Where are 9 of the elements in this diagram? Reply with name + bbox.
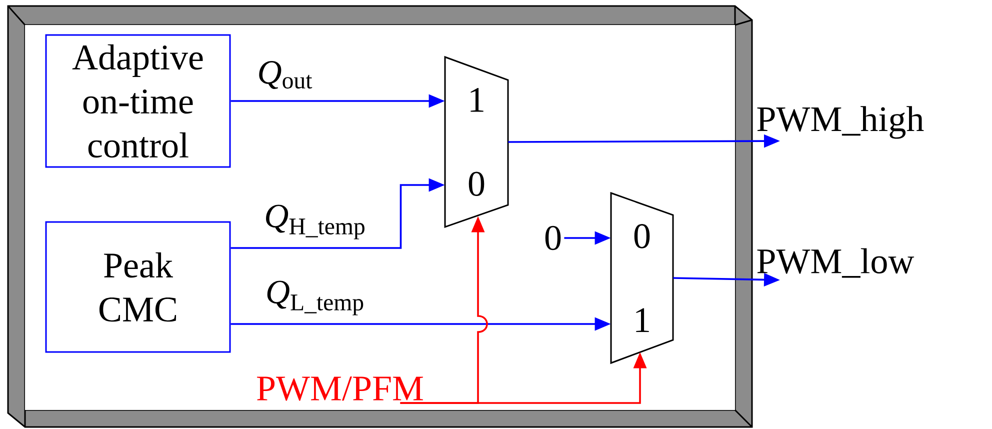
block-box: Adaptive on-time control [45, 34, 231, 168]
edge-label: Q$_{out}$ [256, 60, 314, 90]
signal-label: PWM_low [757, 248, 914, 278]
signal-label: PWM/PFM [257, 376, 423, 401]
edge-label: Q$_{L_temp}$ [264, 280, 366, 316]
edge-label: Q$_{H_temp}$ [263, 204, 367, 240]
signal-label: 0 [545, 226, 561, 250]
signal-label: PWM_high [757, 106, 924, 139]
block-box: Peak CMC [45, 221, 231, 353]
